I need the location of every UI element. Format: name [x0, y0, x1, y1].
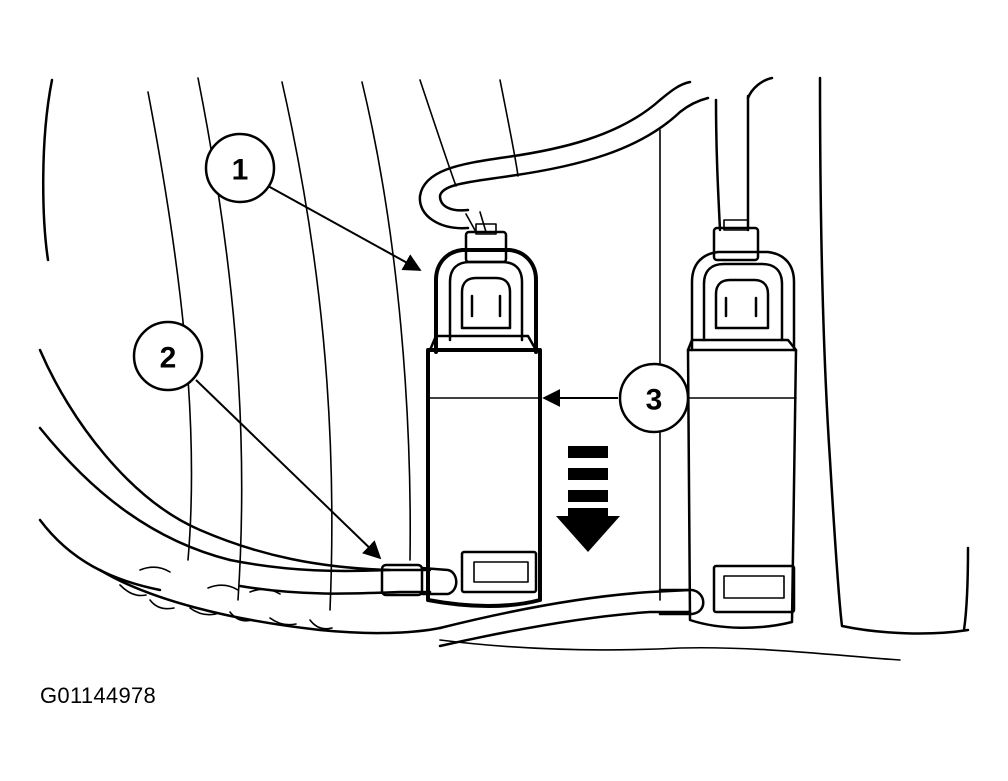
- callout-3: 3: [618, 362, 690, 434]
- callout-2: 2: [132, 320, 204, 392]
- callout-leaders: [195, 185, 618, 560]
- upper-hose: [418, 76, 774, 233]
- removal-direction-arrow-icon: [556, 446, 620, 552]
- callout-3-label: 3: [646, 384, 663, 417]
- figure-id: G01144978: [40, 683, 157, 708]
- callout-1: 1: [204, 132, 276, 204]
- washer-pump-2: [686, 219, 798, 630]
- washer-pump-1: [426, 223, 542, 608]
- callout-1-label: 1: [232, 154, 249, 187]
- wiring-harness: [38, 348, 705, 648]
- callout-2-label: 2: [160, 342, 177, 375]
- pump-2-connector: [690, 219, 796, 352]
- pump-1-connector: [434, 223, 538, 354]
